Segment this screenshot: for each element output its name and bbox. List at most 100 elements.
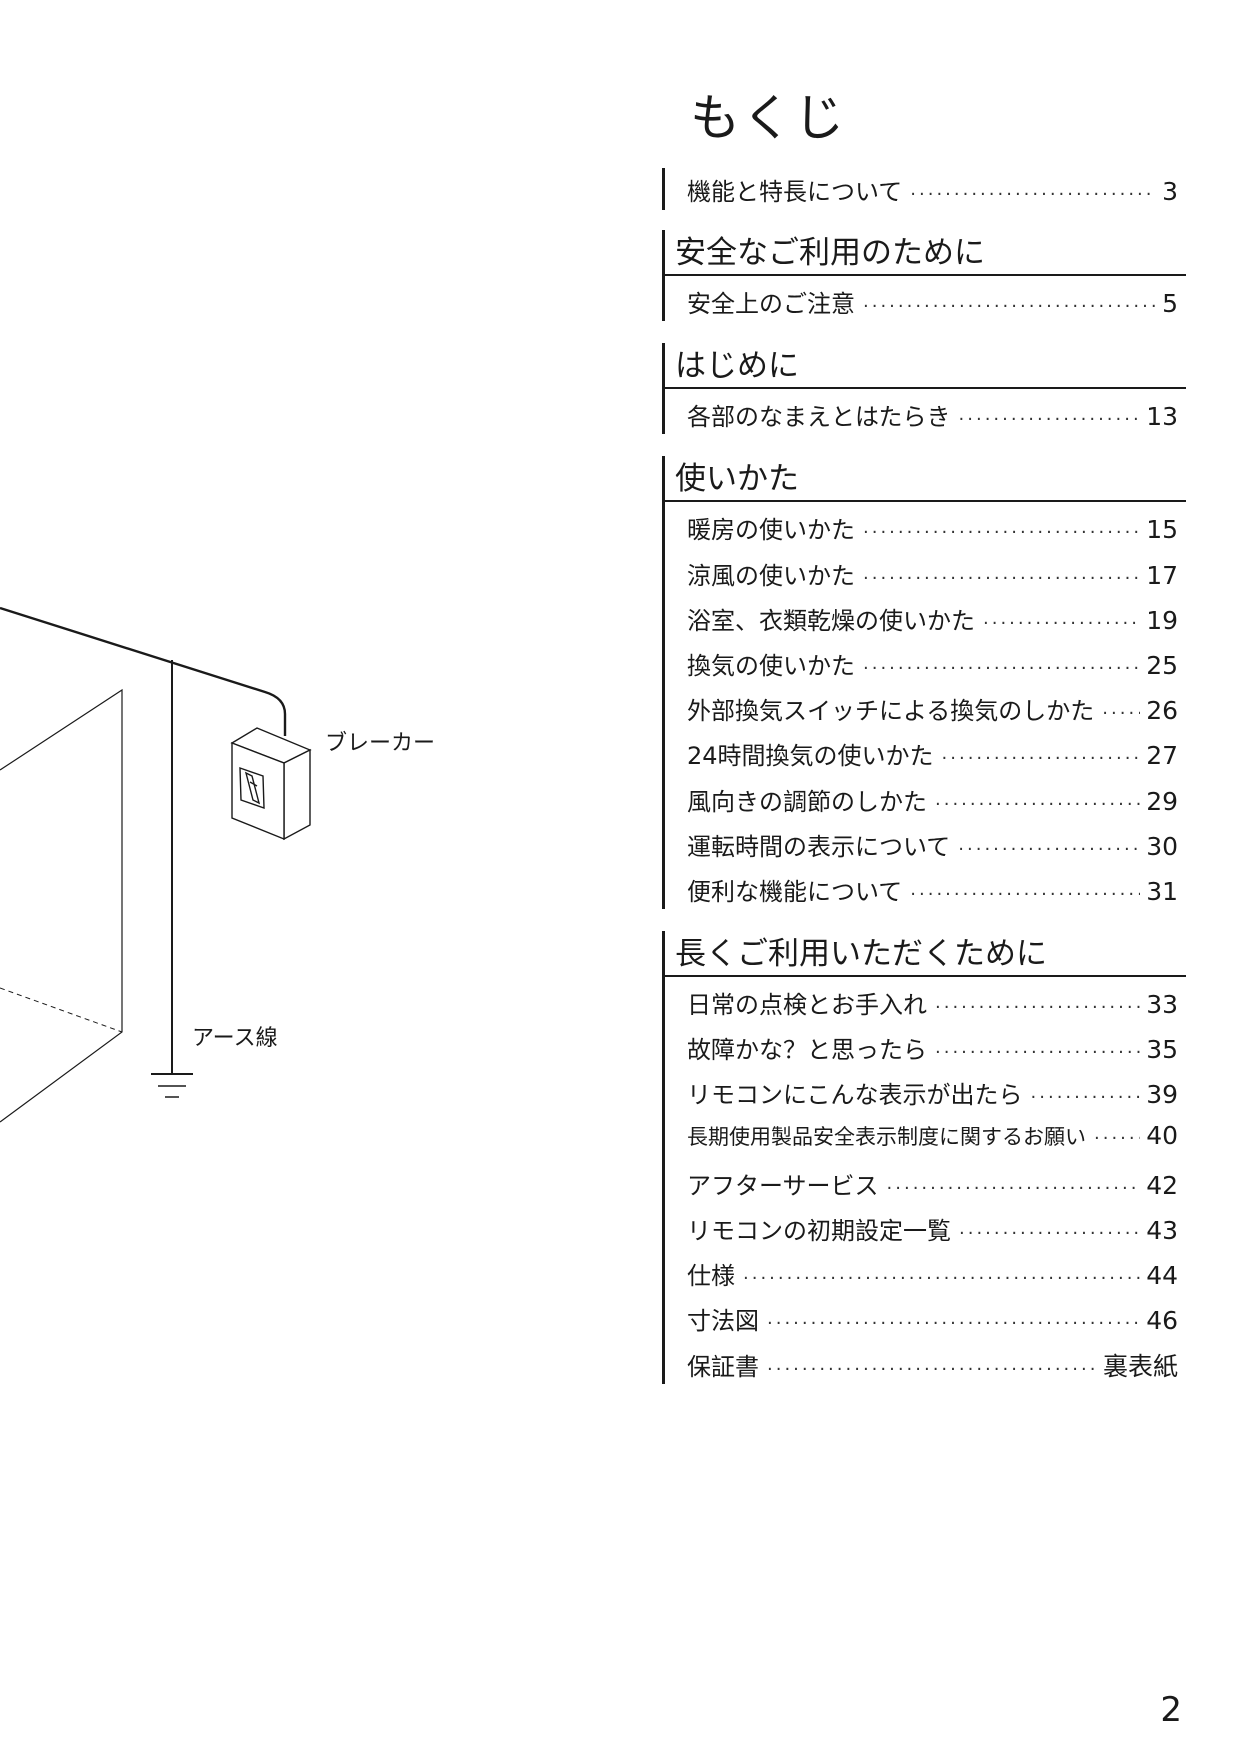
toc-entry-title: リモコンの初期設定一覧 [687,1217,951,1245]
toc-entry-title: 運転時間の表示について [687,832,951,861]
section-heading: はじめに [662,343,1186,390]
leader-dots [910,884,1140,905]
toc-entry-page: 30 [1146,831,1178,861]
toc-entry-page: 17 [1146,560,1178,590]
leader-dots [910,184,1156,205]
toc-entry[interactable]: 安全上のご注意 5 [665,276,1186,321]
toc-entry-page: 裏表紙 [1102,1351,1178,1381]
toc-entry-page: 26 [1146,696,1178,726]
toc-entry-title: 風向きの調節のしかた [687,787,927,816]
toc-entry-page: 46 [1146,1306,1178,1336]
leader-dots [863,296,1156,317]
leader-dots [935,794,1140,815]
supply-wire [0,606,287,736]
toc-entry-title: 涼風の使いかた [687,561,855,590]
toc-entry-title: 故障かな？と思ったら [687,1036,927,1065]
toc-entry-title: 機能と特長について [687,178,903,206]
toc-entry-title: 仕様 [687,1262,735,1291]
earth-wire-label: アース線 [192,1026,278,1051]
leader-dots [935,1042,1140,1063]
toc-entry-page: 3 [1162,177,1178,206]
toc-section-intro: はじめに 各部のなまえとはたらき 13 [662,343,1186,435]
unit-hidden-edge [0,987,123,1033]
toc-entry[interactable]: 寸法図 46 [665,1293,1186,1338]
toc-entry[interactable]: 運転時間の表示について 30 [665,819,1186,864]
toc-entry[interactable]: 機能と特長について 3 [665,168,1186,210]
toc-entry-page: 19 [1146,605,1178,635]
toc-entry[interactable]: 仕様 44 [665,1248,1186,1293]
toc-entry-page: 29 [1146,786,1178,816]
toc-entry-title: 浴室、衣類乾燥の使いかた [687,606,975,635]
leader-dots [1102,703,1140,724]
toc-entry[interactable]: 風向きの調節のしかた 29 [665,774,1186,819]
toc-entry[interactable]: リモコンの初期設定一覧 43 [665,1203,1186,1248]
toc-entry[interactable]: 故障かな？と思ったら 35 [665,1022,1186,1067]
leader-dots [959,1223,1140,1244]
toc-entry-page: 43 [1146,1216,1178,1245]
toc-entry-title: 寸法図 [687,1307,759,1336]
leader-dots [863,522,1140,543]
toc-entry-title: 保証書 [687,1352,759,1381]
toc-entry-title: 安全上のご注意 [687,290,855,318]
toc-entry-page: 5 [1162,289,1178,318]
toc-section-longterm: 長くご利用いただくために 日常の点検とお手入れ 33 故障かな？と思ったら 35 リ… [662,931,1186,1384]
toc-entry-title: 24時間換気の使いかた [687,742,934,771]
toc-entry-page: 33 [1146,990,1178,1020]
section-heading: 使いかた [662,456,1186,503]
leader-dots [767,1313,1140,1334]
leader-dots [983,613,1140,634]
toc-section-usage: 使いかた 暖房の使いかた15 涼風の使いかた17 浴室、衣類乾燥の使いかた19 … [662,456,1186,910]
table-of-contents: 機能と特長について 3 安全なご利用のために 安全上のご注意 5 はじめに 各部… [662,168,1186,1406]
toc-entry-page: 40 [1146,1120,1178,1150]
toc-entry-title: 便利な機能について [687,877,903,906]
breaker-icon [230,727,312,841]
toc-entry[interactable]: 各部のなまえとはたらき 13 [665,389,1186,434]
leader-dots [1031,1087,1141,1108]
toc-entry-title: アフターサービス [687,1171,879,1200]
toc-entry-page: 35 [1146,1035,1178,1065]
leader-dots [863,568,1140,589]
toc-entry[interactable]: 便利な機能について 31 [665,864,1186,909]
toc-entry-page: 31 [1146,876,1178,906]
toc-entry[interactable]: 24時間換気の使いかた 27 [665,728,1186,773]
toc-entry-title: 換気の使いかた [687,651,855,680]
toc-entry-page: 15 [1146,515,1178,545]
section-heading: 安全なご利用のために [662,230,1186,276]
toc-entry-page: 39 [1146,1080,1178,1110]
toc-entry-title: 外部換気スイッチによる換気のしかた [687,697,1095,726]
unit-box [0,688,123,1123]
wiring-illustration: ブレーカー アース線 [0,606,435,1123]
breaker-label: ブレーカー [325,731,435,756]
toc-entry[interactable]: 日常の点検とお手入れ 33 [665,977,1186,1022]
toc-entry-page: 25 [1146,650,1178,680]
toc-entry[interactable]: 外部換気スイッチによる換気のしかた 26 [665,683,1186,728]
page-title: もくじ [690,89,846,147]
toc-entry[interactable]: 暖房の使いかた 15 [665,502,1186,547]
toc-entry[interactable]: 保証書 裏表紙 [665,1339,1186,1384]
toc-entry[interactable]: 換気の使いかた 25 [665,638,1186,683]
toc-entry-title: 各部のなまえとはたらき [687,403,951,432]
toc-entry[interactable]: リモコンにこんな表示が出たら 39 [665,1067,1186,1112]
leader-dots [1094,1128,1140,1149]
toc-entry-title: 長期使用製品安全表示制度に関するお願い [687,1124,1086,1149]
leader-dots [959,409,1141,430]
toc-entry[interactable]: 長期使用製品安全表示制度に関するお願い 40 [665,1113,1186,1158]
toc-entry-title: 日常の点検とお手入れ [687,991,927,1020]
toc-entry[interactable]: アフターサービス 42 [665,1158,1186,1203]
toc-entry-title: 暖房の使いかた [687,516,855,545]
toc-entry-page: 42 [1146,1170,1178,1200]
section-heading: 長くご利用いただくために [662,931,1186,978]
leader-dots [767,1359,1097,1380]
leader-dots [887,1178,1141,1199]
toc-entry-page: 13 [1146,402,1178,432]
toc-section-safety: 安全なご利用のために 安全上のご注意 5 [662,230,1186,322]
leader-dots [942,748,1141,769]
toc-intro: 機能と特長について 3 [662,168,1186,210]
toc-entry[interactable]: 浴室、衣類乾燥の使いかた 19 [665,593,1186,638]
leader-dots [935,997,1140,1018]
toc-entry-page: 44 [1146,1261,1178,1291]
toc-entry[interactable]: 涼風の使いかた 17 [665,548,1186,593]
toc-entry-title: リモコンにこんな表示が出たら [687,1081,1023,1110]
leader-dots [958,839,1140,860]
toc-entry-page: 27 [1146,741,1178,771]
